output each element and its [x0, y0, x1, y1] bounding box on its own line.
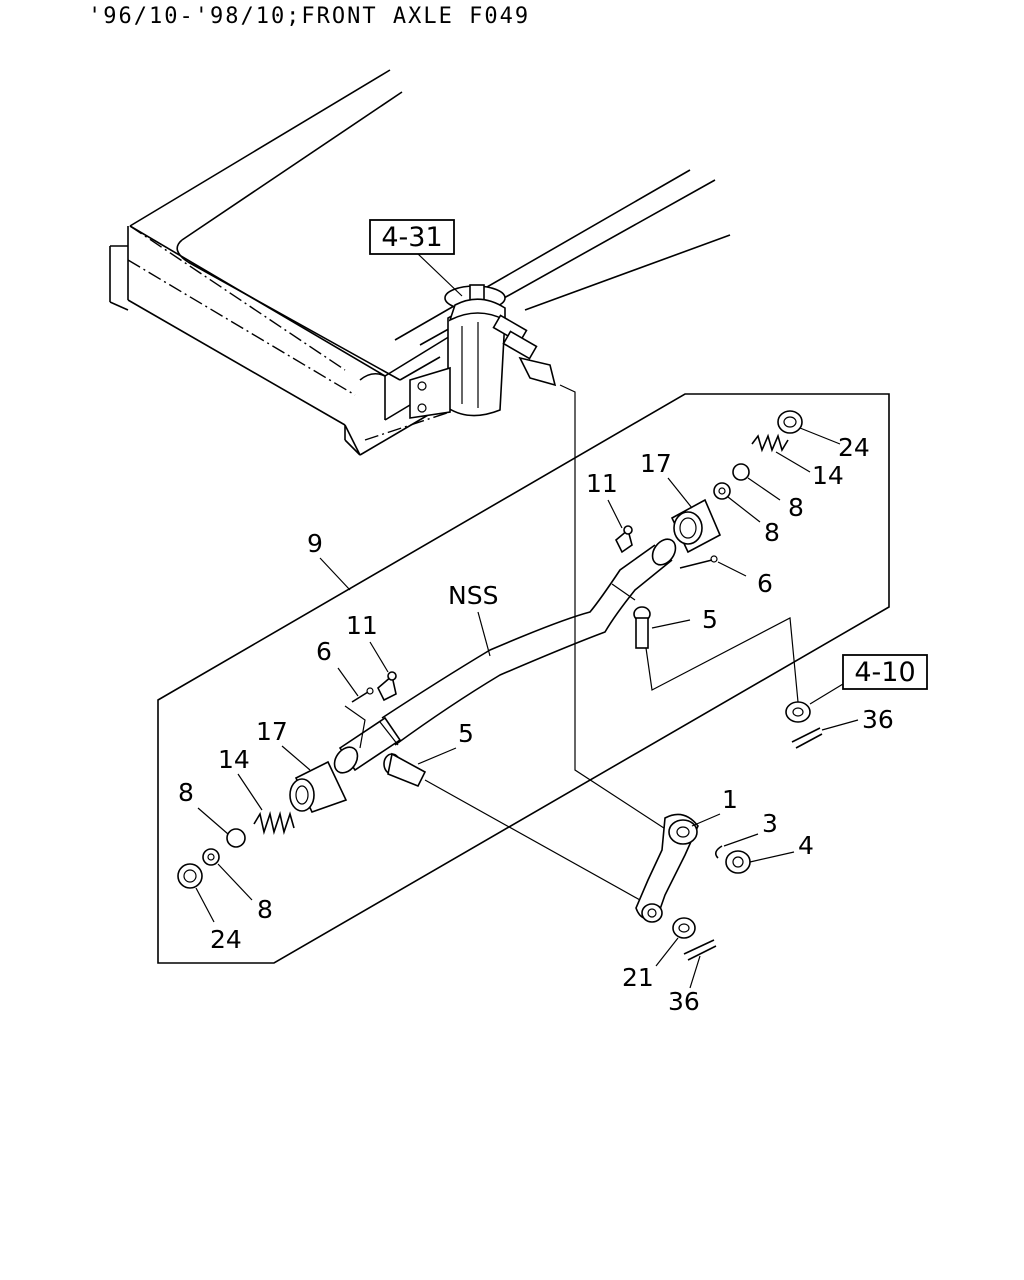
label-nss: NSS: [448, 581, 498, 610]
lower-socket-17: [289, 760, 348, 813]
upper-plug-24: [777, 410, 803, 434]
upper-spring-14: [751, 433, 789, 453]
lower-seat-8b: [202, 848, 220, 866]
label-part-24-upper: 24: [838, 433, 870, 462]
diagram-title: '96/10-'98/10;FRONT AXLE F049: [88, 4, 531, 29]
label-part-11-lower: 11: [346, 611, 378, 640]
routing-line: [559, 384, 671, 833]
lock-washer-3: [714, 845, 723, 859]
tie-rod-reference: 4-10: [854, 657, 915, 688]
tie-rod-reference-box: [842, 654, 928, 690]
label-part-14-lower: 14: [218, 745, 250, 774]
label-part-8-upper-a: 8: [788, 493, 804, 522]
upper-seat-8a: [732, 463, 750, 481]
lower-grease-nipple-11: [377, 671, 397, 702]
lower-spring-14: [253, 811, 295, 835]
label-part-5-upper: 5: [702, 605, 718, 634]
castle-nut-21: [672, 917, 696, 939]
label-part-8-upper-b: 8: [764, 518, 780, 547]
gearbox-reference-box: [369, 219, 455, 255]
assembly-boundary: [157, 393, 890, 964]
label-part-9: 9: [307, 529, 323, 558]
cotter-pin-36-lower: [683, 939, 717, 961]
lower-cotter-pin-6: [344, 687, 374, 749]
steering-gearbox: [409, 284, 557, 419]
upper-ball-stud-5: [633, 606, 651, 649]
upper-seat-8b: [713, 482, 731, 500]
label-part-6-upper: 6: [757, 569, 773, 598]
label-part-8-lower-b: 8: [257, 895, 273, 924]
drag-link-tube: [333, 538, 677, 774]
label-part-24-lower: 24: [210, 925, 242, 954]
label-part-11-upper: 11: [586, 469, 618, 498]
label-part-17-lower: 17: [256, 717, 288, 746]
upper-cotter-pin-36: [791, 727, 823, 749]
lower-plug-24: [177, 863, 203, 889]
label-part-36-upper: 36: [862, 705, 894, 734]
label-part-4: 4: [798, 831, 814, 860]
label-part-8-lower-a: 8: [178, 778, 194, 807]
upper-grease-nipple-11: [615, 525, 633, 554]
label-part-6-lower: 6: [316, 637, 332, 666]
lower-ball-stud-5: [383, 752, 427, 788]
upper-socket-17: [670, 498, 722, 554]
gearbox-reference: 4-31: [381, 222, 442, 253]
pitman-arm: [635, 813, 699, 923]
label-part-14-upper: 14: [812, 461, 844, 490]
label-part-1: 1: [722, 785, 738, 814]
label-part-21: 21: [622, 963, 654, 992]
label-part-17-upper: 17: [640, 449, 672, 478]
lower-seat-8a: [226, 828, 246, 848]
label-part-36-lower: 36: [668, 987, 700, 1016]
upper-castle-nut: [785, 701, 811, 723]
frame-rail: [109, 69, 731, 456]
nut-4: [725, 850, 751, 874]
label-part-5-lower: 5: [458, 719, 474, 748]
upper-cotter-pin-6: [679, 555, 718, 569]
label-part-3: 3: [762, 809, 778, 838]
